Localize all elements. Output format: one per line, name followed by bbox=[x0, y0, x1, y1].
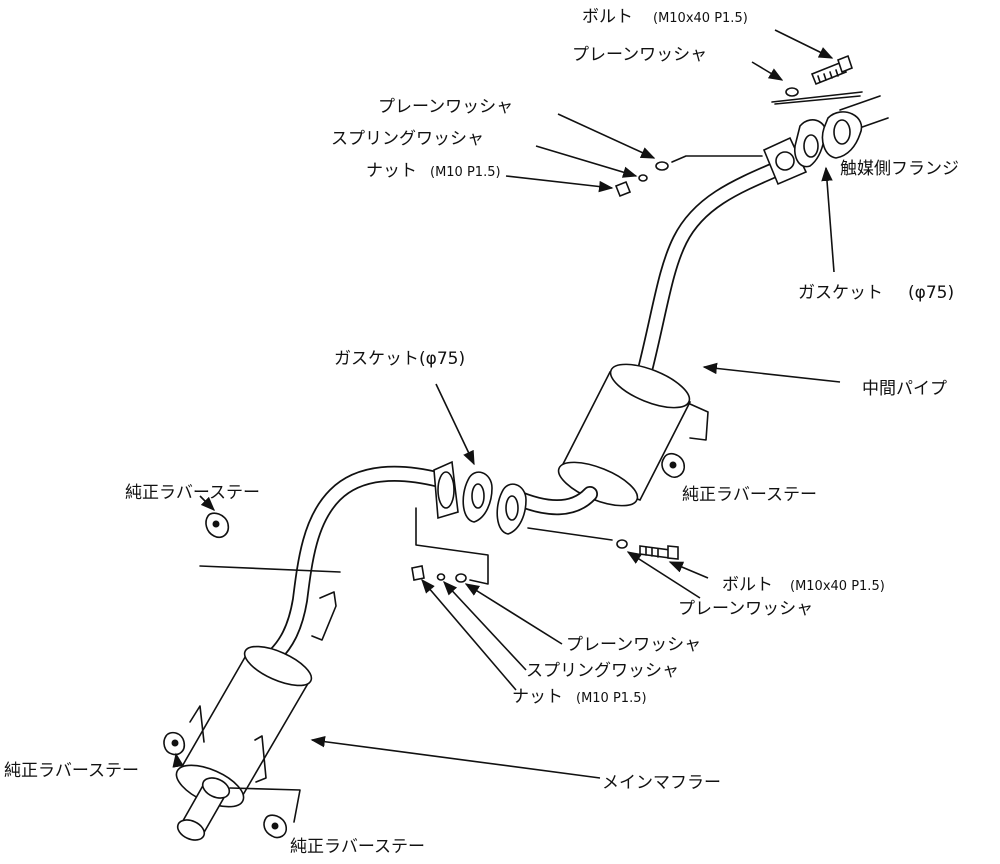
main-muffler bbox=[175, 645, 313, 841]
washer-left-label: プレーンワッシャ bbox=[378, 97, 513, 117]
rubber-stay-upper-left-label: 純正ラバーステー bbox=[125, 483, 260, 503]
label-nut-left: ナット (M10 P1.5) bbox=[366, 161, 501, 181]
bolt-top-text: ボルト bbox=[582, 7, 633, 27]
nut-left-spec: (M10 P1.5) bbox=[430, 165, 501, 180]
rubber-stay-lower-left bbox=[163, 731, 186, 756]
rubber-stay-bottom-label: 純正ラバーステー bbox=[290, 837, 425, 857]
bolt-top-spec: (M10x40 P1.5) bbox=[653, 11, 748, 26]
mid-resonator bbox=[557, 363, 709, 507]
label-bolt-top: ボルト (M10x40 P1.5) bbox=[582, 7, 748, 27]
rubber-stay-upper-left bbox=[199, 512, 341, 573]
rubber-stay-bottom bbox=[229, 787, 301, 839]
nut-left-text: ナット bbox=[366, 161, 417, 181]
left-upper-nut-washer-set bbox=[614, 155, 763, 198]
gasket-right-spec: (φ75) bbox=[908, 283, 954, 303]
top-flange-joint bbox=[762, 111, 863, 186]
bolt-bottom-text: ボルト bbox=[722, 575, 773, 595]
leader-arrows bbox=[172, 29, 841, 779]
gasket-center-label: ガスケット(φ75) bbox=[334, 349, 465, 369]
main-pipe bbox=[267, 465, 448, 663]
mid-pipe bbox=[637, 157, 794, 378]
washer-top-label: プレーンワッシャ bbox=[572, 45, 707, 65]
label-gasket-right: ガスケット (φ75) bbox=[798, 283, 954, 303]
rubber-stay-lower-left-label: 純正ラバーステー bbox=[4, 761, 139, 781]
lower-bolt-washer-set bbox=[411, 507, 679, 585]
rubber-stay-mid-label: 純正ラバーステー bbox=[682, 485, 817, 505]
washer-lower-label: プレーンワッシャ bbox=[566, 635, 701, 655]
top-bolt-washer-set bbox=[771, 54, 863, 103]
cat-flange-label: 触媒側フランジ bbox=[840, 159, 959, 179]
gasket-right-text: ガスケット bbox=[798, 283, 883, 303]
center-flange-joint bbox=[433, 460, 527, 535]
nut-lower-spec: (M10 P1.5) bbox=[576, 691, 647, 706]
bolt-bottom-spec: (M10x40 P1.5) bbox=[790, 579, 885, 594]
rubber-stay-mid bbox=[661, 452, 686, 479]
washer-bottom-label: プレーンワッシャ bbox=[678, 599, 813, 619]
label-bolt-bottom: ボルト (M10x40 P1.5) bbox=[722, 575, 885, 595]
spring-washer-lower-label: スプリングワッシャ bbox=[526, 661, 679, 681]
label-nut-lower: ナット (M10 P1.5) bbox=[512, 687, 647, 707]
spring-washer-left-label: スプリングワッシャ bbox=[331, 129, 484, 149]
main-muffler-label: メインマフラー bbox=[602, 773, 721, 793]
mid-pipe-label: 中間パイプ bbox=[862, 379, 947, 399]
nut-lower-text: ナット bbox=[512, 687, 563, 707]
